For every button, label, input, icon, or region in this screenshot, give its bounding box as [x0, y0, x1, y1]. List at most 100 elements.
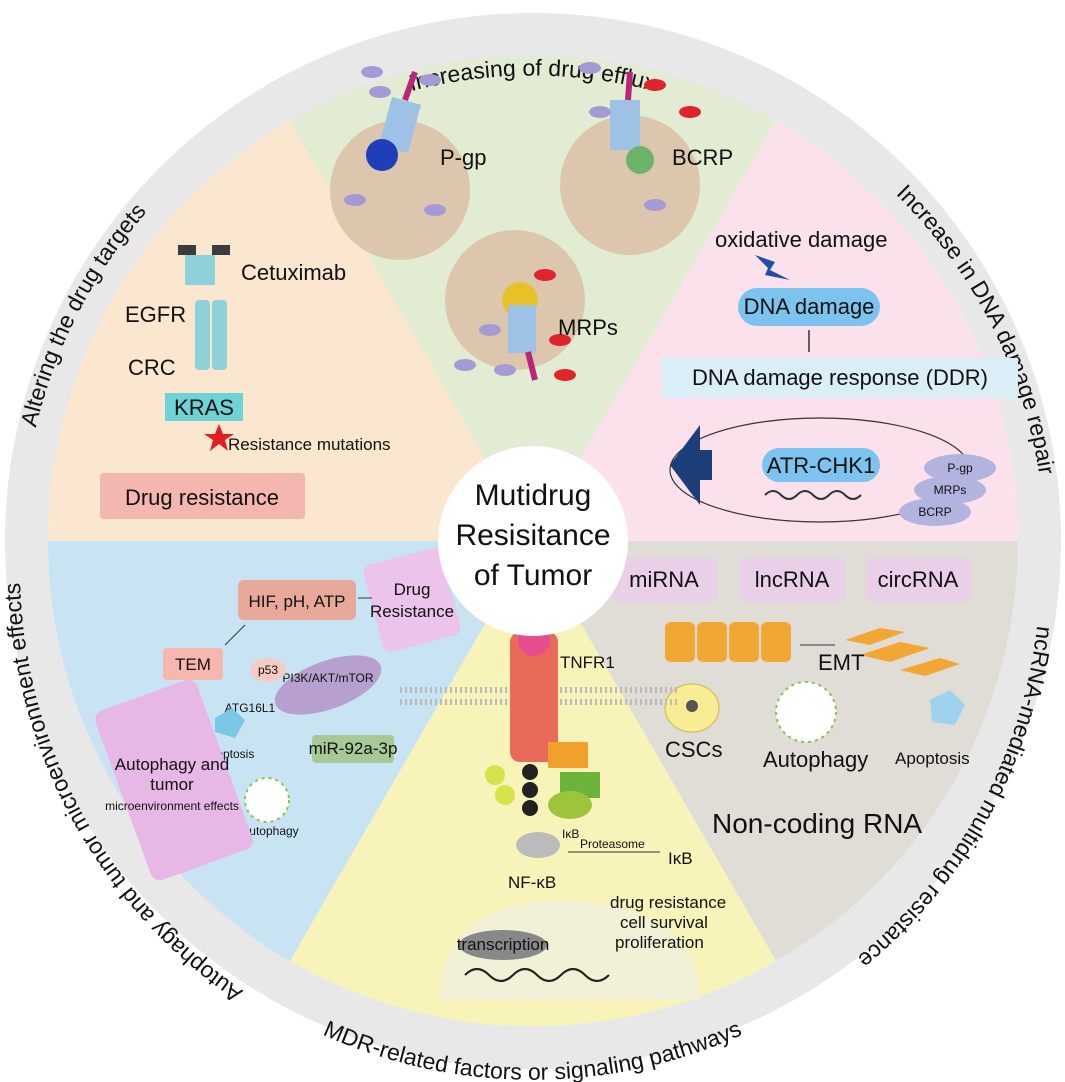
mrps-transporter-icon	[508, 305, 536, 353]
apoptosis-cell-icon	[930, 690, 965, 725]
center-line-1: Mutidrug	[475, 479, 592, 512]
bcrp-binding-icon	[626, 146, 654, 174]
crc-label: CRC	[128, 355, 176, 380]
pgp-small-label: P-gp	[947, 461, 973, 475]
atr-label: ATR-CHK1	[767, 453, 875, 478]
lncrna-label: lncRNA	[755, 567, 830, 592]
p53-label: p53	[258, 663, 278, 677]
bcrp-transporter-icon	[610, 100, 640, 150]
mrps-label: MRPs	[558, 315, 618, 340]
drug-resistance-box	[363, 547, 461, 653]
circrna-box	[866, 558, 971, 602]
pgp-binding-icon	[366, 139, 398, 171]
mesenchymal-cells-icon	[845, 628, 960, 676]
autophagy-label-2: Autophagy	[241, 824, 298, 838]
tnfr1-label: TNFR1	[560, 653, 615, 672]
nfkb-label: NF-κB	[508, 873, 556, 892]
autophagy-tme-box	[95, 679, 253, 881]
center-line-2: Resisitance	[455, 519, 610, 552]
pgp-transporter-icon	[379, 96, 421, 154]
tem-box	[163, 648, 223, 680]
mutation-star-icon	[204, 424, 234, 451]
cetuximab-antibody-icon	[178, 245, 230, 285]
box-label-3: microenvironment effects	[105, 799, 239, 813]
nfkb-complex-icon	[516, 832, 560, 858]
transcription-factor-icon	[459, 930, 547, 960]
p53-ellipse	[250, 658, 286, 682]
sector-dna-repair	[533, 121, 1019, 541]
pgp-label: P-gp	[440, 145, 486, 170]
autophagy-label: Autophagy	[763, 747, 868, 772]
egfr-receptor-icon	[195, 300, 210, 370]
emt-label: EMT	[818, 650, 864, 675]
center-circle	[438, 446, 628, 636]
drug-resistance-label: Drug resistance	[125, 485, 279, 510]
ikb-label: IκB	[668, 849, 693, 868]
center-line-3: of Tumor	[474, 559, 592, 592]
hif-label: HIF, pH, ATP	[249, 592, 346, 611]
pgp-oval	[924, 454, 996, 482]
mir-box	[312, 735, 394, 763]
drug-molecules	[344, 62, 701, 381]
drug-resistance-box-2	[100, 473, 305, 519]
tnfr1-receptor-icon	[510, 632, 558, 762]
cetuximab-label: Cetuximab	[241, 260, 346, 285]
tem-hif-connector	[224, 624, 246, 646]
big-arrow-tail	[700, 450, 712, 480]
signaling-content: TNFR1 IκB Proteasome IκB NF-κB transcrip…	[400, 624, 726, 1000]
proteasome-label: Proteasome	[580, 837, 645, 851]
csc-nucleus-icon	[686, 700, 698, 712]
epithelial-cells-icon	[665, 622, 791, 662]
ddr-label: DNA damage response (DDR)	[692, 365, 988, 390]
egfr-label: EGFR	[125, 302, 186, 327]
oxidative-damage-label: oxidative damage	[715, 227, 887, 252]
cell-pgp	[330, 120, 470, 260]
mirna-box	[612, 558, 717, 602]
noncoding-rna-label: Non-coding RNA	[712, 808, 922, 839]
tem-label: TEM	[175, 655, 211, 674]
atg-label: ATG16L1	[225, 701, 276, 715]
box-label-2: tumor	[150, 775, 194, 794]
apoptosis-cell-icon-2	[215, 708, 245, 738]
cscs-label: CSCs	[665, 737, 722, 762]
nucleus-icon	[440, 900, 700, 1000]
mrps-oval	[914, 476, 986, 504]
lncrna-box	[740, 558, 845, 602]
egfr-receptor-icon-2	[212, 300, 227, 370]
apoptosis-label: Apoptosis	[895, 749, 970, 768]
mrps-arrow-icon	[525, 351, 538, 381]
mir-label: miR-92a-3p	[309, 739, 398, 758]
circrna-label: circRNA	[878, 567, 959, 592]
dna-repair-content: oxidative damage DNA damage DNA damage r…	[662, 227, 1018, 526]
kras-label: KRAS	[174, 395, 234, 420]
pi3k-ellipse	[274, 655, 382, 715]
signaling-complex-icon	[485, 742, 600, 819]
bcrp-label: BCRP	[672, 145, 733, 170]
cell-bcrp	[560, 115, 700, 255]
dna-damage-box	[738, 288, 880, 326]
atr-box	[762, 448, 880, 482]
ddr-box	[662, 358, 1018, 398]
mirna-label: miRNA	[629, 567, 699, 592]
drug-res-label-2: Resistance	[370, 602, 454, 621]
outcome-proliferation: proliferation	[615, 933, 704, 952]
drug-targets-content: Cetuximab EGFR CRC KRAS Resistance mutat…	[100, 245, 391, 519]
big-arrow-icon	[670, 425, 700, 505]
bcrp-arrow-icon	[625, 71, 633, 101]
mutations-label: Resistance mutations	[228, 435, 391, 454]
autophagosome-icon-2	[244, 777, 290, 823]
box-label-1: Autophagy and	[115, 755, 229, 774]
ncrna-content: miRNA lncRNA circRNA EMT CSCs Autophagy …	[612, 558, 971, 839]
ikb-small-label: IκB	[562, 827, 579, 841]
bcrp-oval	[899, 498, 971, 526]
autophagy-tme-content: HIF, pH, ATP TEM Drug Resistance PI3K/AK…	[95, 547, 461, 881]
pi3k-label: PI3K/AKT/mTOR	[282, 671, 373, 685]
kras-box	[165, 393, 243, 421]
sector-drug-targets	[47, 121, 533, 541]
outcome-drug-resistance: drug resistance	[610, 893, 726, 912]
transcription-label: transcription	[457, 935, 550, 954]
dna-strand-icon	[464, 967, 610, 983]
bcrp-small-label: BCRP	[918, 505, 951, 519]
dna-helix-icon	[764, 490, 862, 500]
